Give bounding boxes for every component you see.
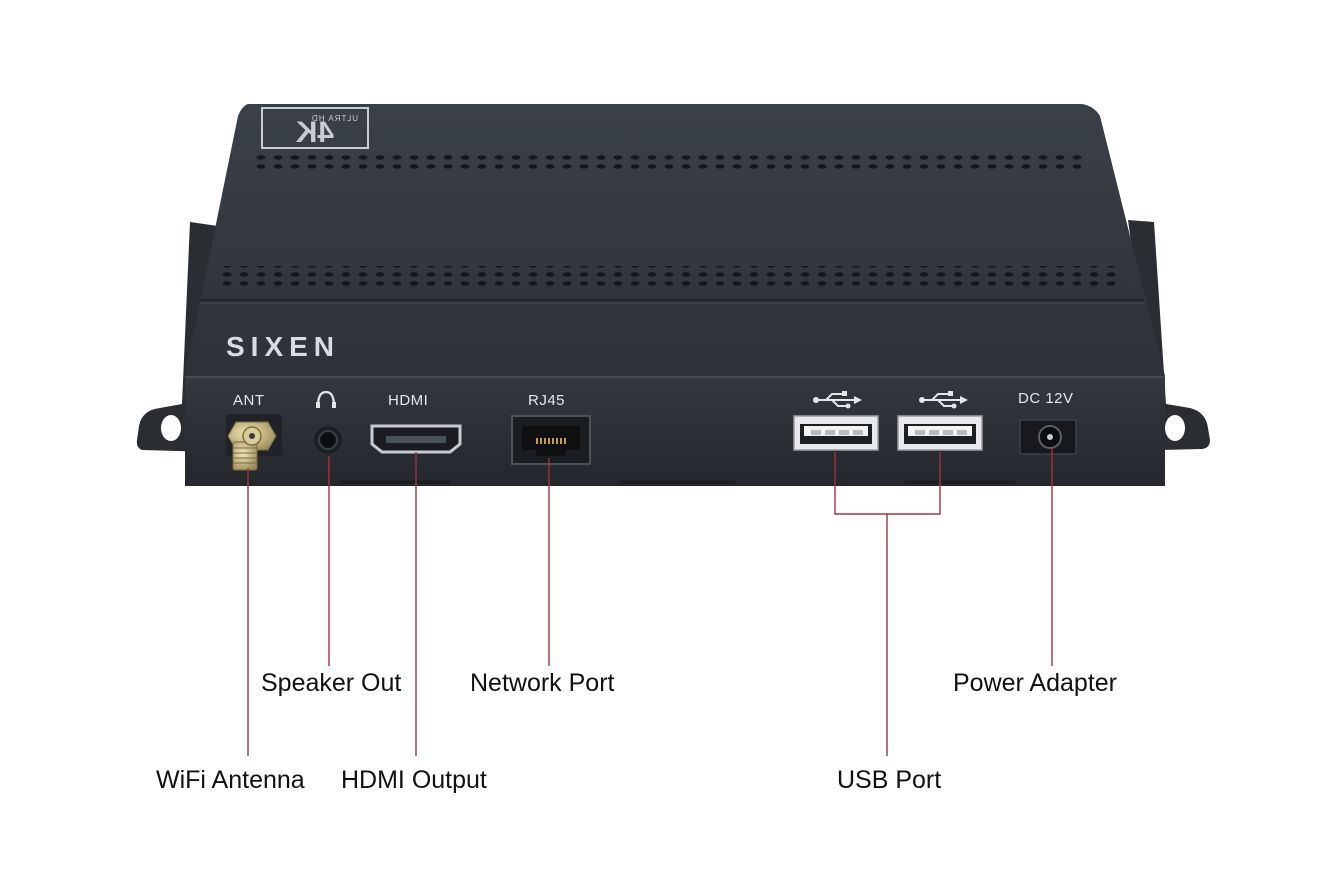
4k-badge: 4K ULTRA HD <box>261 107 369 149</box>
usb-port <box>793 415 879 451</box>
port-label-rj45: RJ45 <box>528 392 565 409</box>
usb-icon <box>919 391 968 409</box>
4k-badge-main: 4K <box>295 116 334 149</box>
4k-badge-sub: ULTRA HD <box>311 114 358 123</box>
leader-lines <box>247 448 1053 756</box>
rj45-port <box>511 415 591 465</box>
audio-jack <box>314 426 342 454</box>
port-label-dc: DC 12V <box>1018 390 1074 407</box>
callout-power-adapter: Power Adapter <box>953 669 1117 697</box>
antenna-connector <box>226 414 282 471</box>
dc-jack <box>1019 419 1077 455</box>
callout-network-port: Network Port <box>470 669 615 697</box>
vent-row-bottom <box>214 266 1124 286</box>
headphone-icon <box>316 390 336 408</box>
brand-logo: SIXEN <box>226 331 340 362</box>
hdmi-port <box>370 424 462 454</box>
mounting-bracket-right <box>1128 220 1210 450</box>
port-label-ant: ANT <box>233 392 265 409</box>
callout-wifi-antenna: WiFi Antenna <box>156 766 305 794</box>
callout-speaker-out: Speaker Out <box>261 669 402 697</box>
usb-icon <box>813 391 862 409</box>
usb-port <box>897 415 983 451</box>
port-label-hdmi: HDMI <box>388 392 428 409</box>
vent-row-top <box>252 152 1088 172</box>
callout-usb-port: USB Port <box>837 766 942 794</box>
callout-hdmi-output: HDMI Output <box>341 766 487 794</box>
front-panel <box>185 376 1165 486</box>
